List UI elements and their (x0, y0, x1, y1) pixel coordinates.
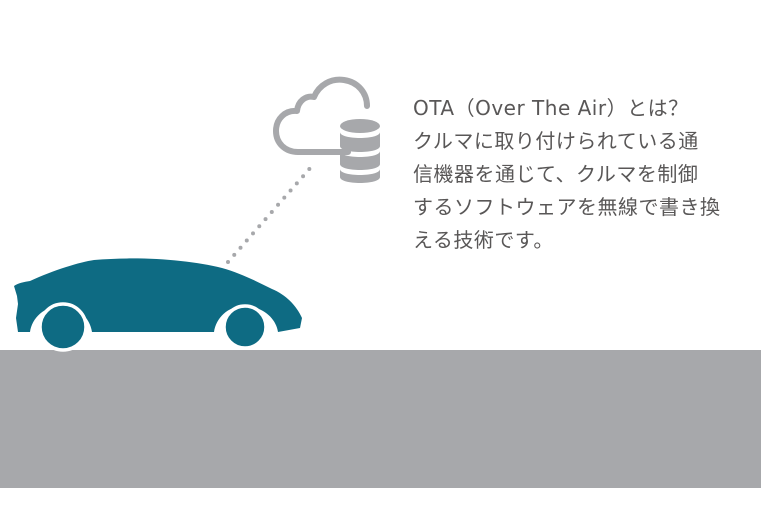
description-title: OTA（Over The Air）とは？ (413, 96, 689, 120)
description-line: える技術です。 (413, 228, 554, 252)
ground (0, 350, 761, 488)
front-wheel (222, 304, 268, 350)
database-icon (340, 119, 380, 183)
car-icon (14, 258, 302, 352)
cloud-icon (273, 76, 370, 155)
description-line: 信機器を通じて、クルマを制御 (413, 162, 699, 186)
description-line: するソフトウェアを無線で書き換 (413, 195, 721, 219)
description-line: クルマに取り付けられている通 (413, 129, 699, 153)
ota-description: OTA（Over The Air）とは？ クルマに取り付けられている通 信機器を… (413, 92, 743, 257)
rear-wheel (38, 302, 88, 352)
signal-dotted-line (226, 164, 314, 264)
